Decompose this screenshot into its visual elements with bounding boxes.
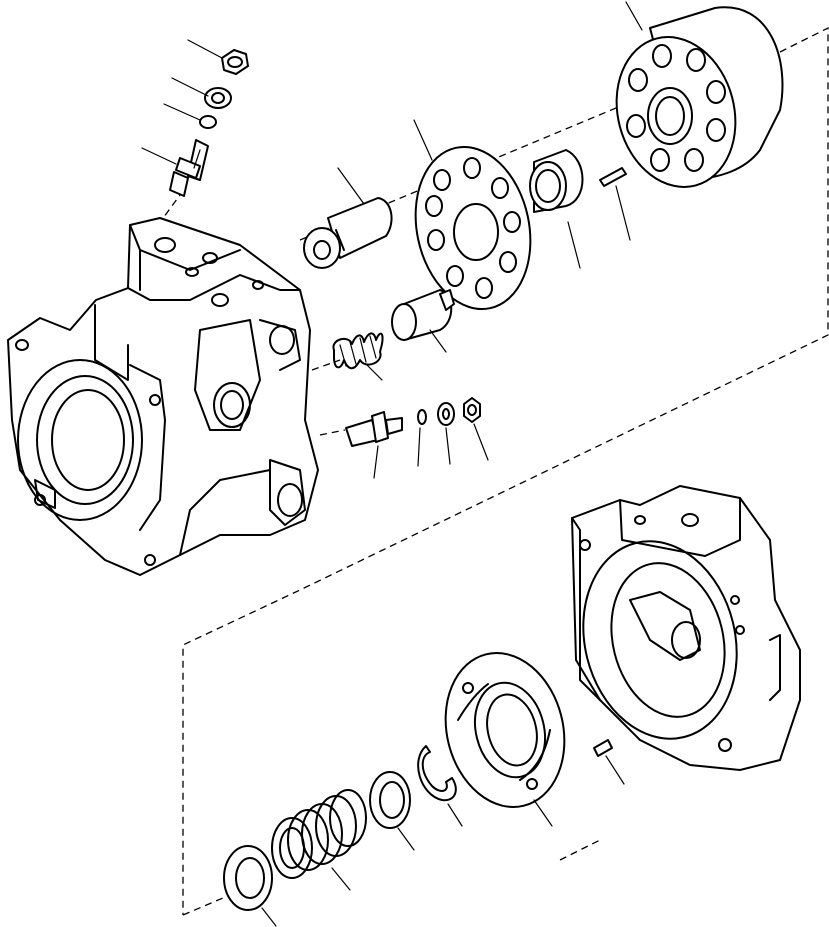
- snap-ring: [417, 745, 457, 802]
- lower-nut: [463, 397, 481, 423]
- top-o-ring: [199, 115, 217, 129]
- callout-leaders: [141, 1, 643, 927]
- spool-sleeve: [391, 289, 455, 341]
- main-spring: [271, 789, 367, 879]
- cylinder-block: [615, 6, 784, 188]
- valve-plate: [414, 145, 532, 311]
- spring-seat: [223, 845, 273, 911]
- dowel-pin-top: [599, 167, 627, 187]
- end-cover-housing: [571, 485, 801, 771]
- top-washer: [204, 87, 232, 109]
- adjust-screw: [345, 411, 403, 447]
- control-piston: [303, 197, 393, 269]
- needle-bearing: [529, 149, 584, 213]
- small-o-ring: [417, 409, 427, 425]
- left-pump-housing: [7, 217, 319, 576]
- dowel-pin-lower: [593, 739, 613, 757]
- top-stud: [169, 139, 209, 197]
- lower-washer: [437, 402, 455, 426]
- thrust-washer: [369, 771, 411, 829]
- top-nut: [221, 49, 249, 75]
- cam-plate: [444, 652, 566, 808]
- control-spring: [332, 332, 384, 370]
